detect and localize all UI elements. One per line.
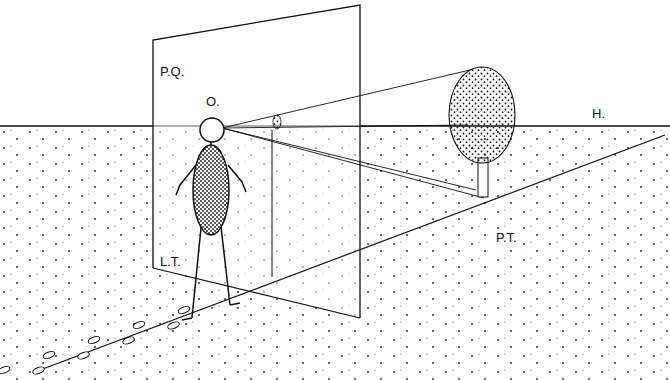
picture-plane — [153, 5, 360, 318]
tree-trunk — [478, 158, 488, 197]
sight-ground-line — [40, 135, 665, 370]
ground-line-label: L.T. — [158, 254, 183, 269]
eye-label: O. — [204, 94, 222, 109]
projected-tree — [273, 115, 281, 129]
plane-label: P.Q. — [158, 64, 186, 79]
footprint — [42, 350, 55, 360]
footprint — [132, 320, 145, 330]
footprint — [177, 305, 190, 315]
tree-crown — [449, 67, 515, 163]
footprint — [122, 336, 135, 346]
projection-line — [272, 130, 273, 277]
footprint — [167, 321, 180, 331]
footprint — [87, 335, 100, 345]
footprint — [32, 366, 45, 376]
observer-figure — [176, 118, 246, 320]
footprint — [77, 351, 90, 361]
footprint — [0, 365, 11, 375]
footprints — [0, 305, 191, 375]
ground-line — [153, 268, 360, 318]
horizon-label: H. — [590, 106, 607, 121]
visual-rays — [222, 70, 484, 198]
picture-plane-fill — [153, 5, 360, 318]
tree-point-label: P.T. — [494, 230, 519, 245]
